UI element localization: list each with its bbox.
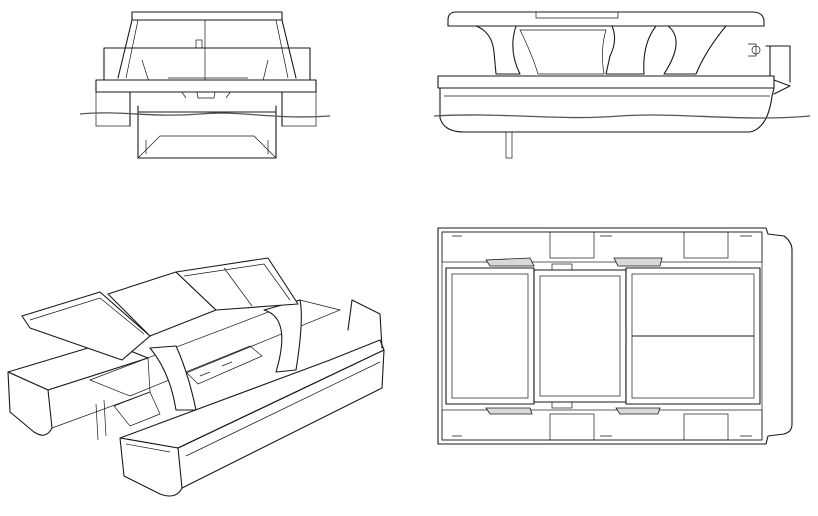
isometric-view bbox=[7, 257, 385, 497]
plan-seat-4 bbox=[683, 413, 729, 441]
plan-seat-1 bbox=[549, 231, 595, 259]
plan-table-left bbox=[445, 267, 535, 405]
side-deck bbox=[437, 75, 775, 89]
side-leg-right bbox=[663, 25, 727, 75]
iso-pontoon-right-front bbox=[119, 437, 183, 497]
iso-frame-posts bbox=[95, 399, 107, 441]
side-keel bbox=[505, 131, 513, 159]
front-elevation-view bbox=[79, 11, 331, 159]
iso-pontoon-right-strake bbox=[125, 361, 381, 457]
side-bow-tip bbox=[773, 79, 791, 95]
iso-stern-rail bbox=[347, 299, 383, 349]
plan-hinge-top bbox=[551, 263, 573, 271]
plan-seat-2 bbox=[683, 231, 729, 259]
side-table-top bbox=[447, 11, 765, 27]
front-canopy-sides bbox=[117, 19, 297, 79]
iso-table-top-left-edge bbox=[29, 297, 145, 335]
front-pontoon-edges bbox=[129, 91, 283, 127]
side-hull bbox=[439, 87, 775, 133]
front-lower-frame bbox=[137, 105, 277, 159]
front-deck bbox=[95, 79, 317, 93]
plan-pedal-mechanism bbox=[485, 257, 663, 415]
iso-leg-front bbox=[149, 345, 197, 411]
plan-pontoon-top bbox=[441, 231, 763, 263]
side-waterline bbox=[433, 114, 811, 119]
front-pontoon-left bbox=[95, 91, 131, 127]
iso-deck-frame bbox=[89, 299, 342, 397]
front-pontoon-right bbox=[281, 91, 317, 127]
iso-table-top-left bbox=[21, 291, 151, 361]
side-light-mount bbox=[748, 43, 757, 57]
front-canopy-top bbox=[131, 11, 283, 21]
plan-cleat-marks bbox=[452, 235, 752, 437]
front-light bbox=[195, 39, 203, 49]
plan-pontoon-bottom bbox=[441, 409, 763, 441]
side-elevation-view bbox=[433, 11, 811, 159]
front-waterline bbox=[79, 112, 331, 118]
iso-pontoon-right-side bbox=[177, 349, 385, 489]
side-leg-inner bbox=[519, 29, 607, 75]
iso-table-top-right-edge bbox=[183, 263, 291, 307]
iso-leg-rear bbox=[263, 299, 302, 373]
plan-table-middle bbox=[533, 269, 627, 403]
iso-pontoon-left-front bbox=[7, 371, 53, 436]
iso-mechanism bbox=[113, 345, 263, 427]
iso-pontoon-left-side bbox=[47, 357, 151, 429]
front-frame-bracing bbox=[137, 135, 277, 159]
iso-table-top-right bbox=[175, 257, 299, 311]
top-plan-view bbox=[437, 227, 793, 445]
side-leg-middle bbox=[605, 25, 657, 75]
side-table-seam bbox=[535, 12, 619, 19]
plan-seat-3 bbox=[549, 413, 595, 441]
plan-table-middle-inner bbox=[539, 275, 621, 397]
plan-hull-outline bbox=[437, 227, 793, 445]
side-leg-left bbox=[475, 25, 521, 75]
plan-hinge-bottom bbox=[551, 401, 573, 409]
front-canopy-frame bbox=[125, 19, 289, 80]
plan-table-left-inner bbox=[451, 273, 529, 399]
